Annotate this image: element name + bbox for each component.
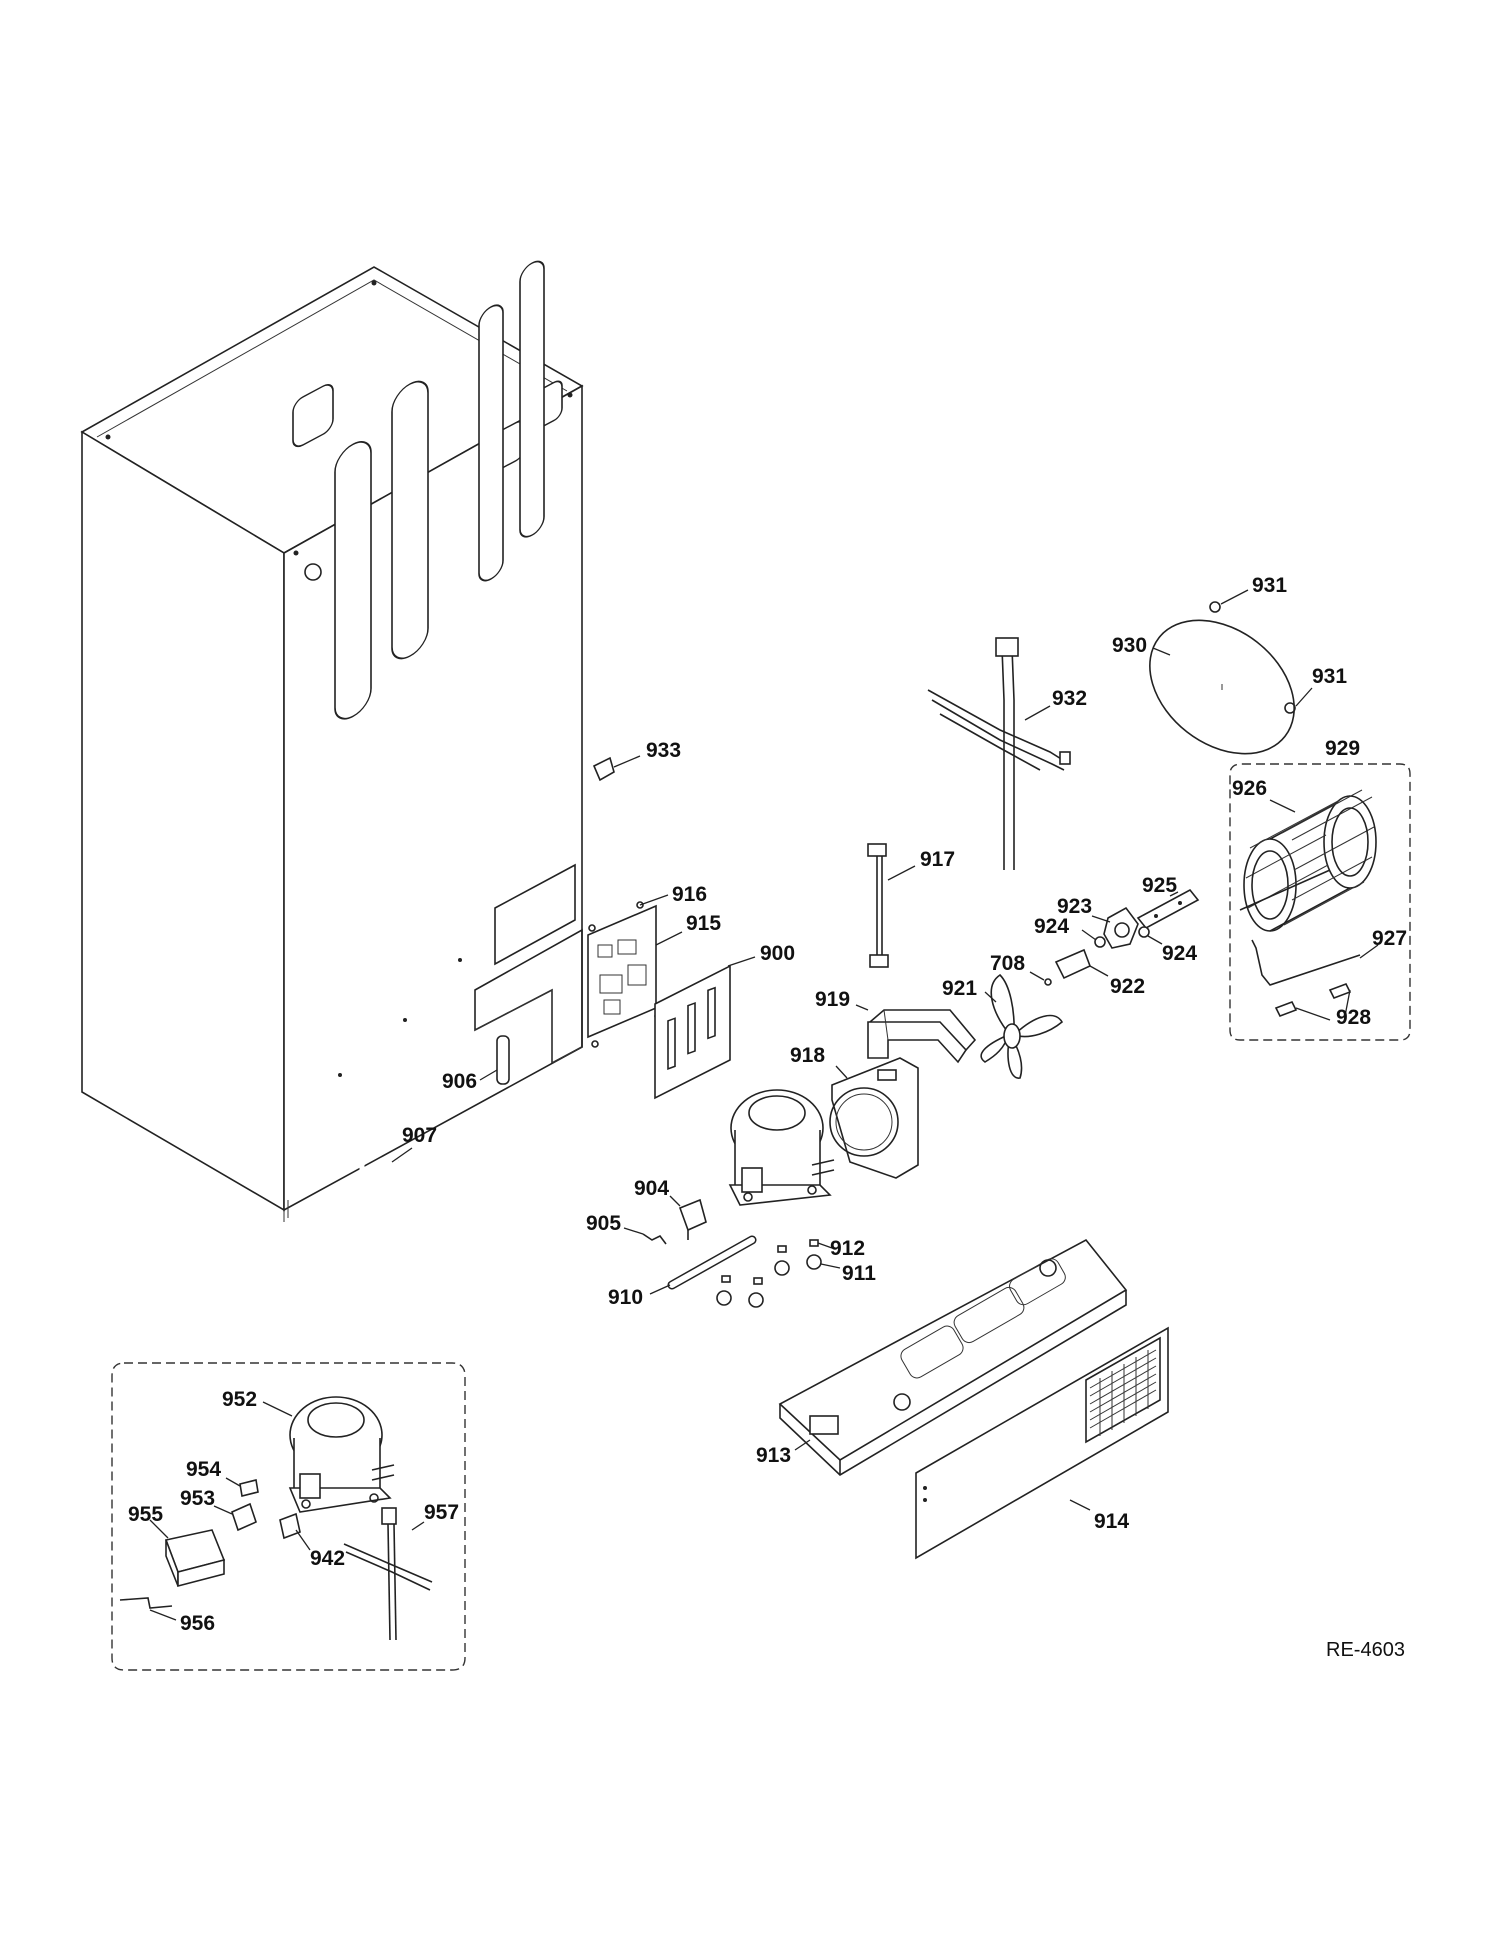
label-900: 900 (760, 942, 795, 965)
label-904: 904 (634, 1177, 669, 1200)
label-953: 953 (180, 1487, 215, 1510)
label-919: 919 (815, 988, 850, 1011)
label-926: 926 (1232, 777, 1267, 800)
part-925-bracket: 925 (1136, 874, 1200, 930)
part-900-cover: 900 (654, 942, 795, 1100)
label-930: 930 (1112, 634, 1147, 657)
part-708-screw: 708 (990, 952, 1052, 986)
refrigerator-cabinet (80, 260, 584, 1222)
part-compressor-main (728, 1089, 835, 1206)
label-929: 929 (1325, 737, 1360, 760)
part-914-rear-grille: 914 (915, 1326, 1169, 1560)
part-930-evaporator-cover: 931 931 930 (1112, 574, 1347, 755)
label-922: 922 (1110, 975, 1145, 998)
label-914: 914 (1094, 1510, 1129, 1533)
label-933: 933 (646, 739, 681, 762)
part-905-clip: 905 (586, 1212, 667, 1245)
label-957: 957 (424, 1501, 459, 1524)
part-911-grommets: 911 (716, 1254, 876, 1308)
part-915-control-board: 916 915 (587, 883, 721, 1048)
label-931a: 931 (1252, 574, 1287, 597)
part-932-wire-harness: 932 (927, 637, 1087, 870)
part-924-grommets: 924 924 (1034, 915, 1197, 965)
part-933-bracket: 933 (592, 739, 681, 782)
label-927: 927 (1372, 927, 1407, 950)
part-919-duct: 919 (815, 988, 977, 1064)
part-918-fan-shroud: 918 (790, 1044, 919, 1179)
part-907-drain-hose: 907 (359, 1108, 437, 1188)
label-907: 907 (402, 1124, 437, 1147)
label-918: 918 (790, 1044, 825, 1067)
part-929-evaporator-assembly: 929 926 927 928 (1229, 737, 1411, 1041)
label-923: 923 (1057, 895, 1092, 918)
part-912-clips: 912 (721, 1237, 865, 1285)
alternate-parts-group (111, 1362, 466, 1671)
label-912: 912 (830, 1237, 865, 1260)
label-917: 917 (920, 848, 955, 871)
label-915: 915 (686, 912, 721, 935)
part-906-filter-tube: 906 (442, 1035, 510, 1093)
label-911: 911 (842, 1262, 876, 1285)
label-952: 952 (222, 1388, 257, 1411)
label-910: 910 (608, 1286, 643, 1309)
part-952-compressor: 952 (222, 1388, 395, 1513)
label-905: 905 (586, 1212, 621, 1235)
part-923-fan-motor: 923 (1057, 895, 1139, 949)
label-913: 913 (756, 1444, 791, 1467)
part-921-fan-blade: 921 (942, 973, 1064, 1079)
label-921: 921 (942, 977, 977, 1000)
label-928: 928 (1336, 1006, 1371, 1029)
label-924b: 924 (1162, 942, 1197, 965)
label-954: 954 (186, 1458, 221, 1481)
label-906: 906 (442, 1070, 477, 1093)
reference-code: RE-4603 (1326, 1639, 1405, 1661)
part-957-harness: 957 (343, 1501, 459, 1641)
label-924a: 924 (1034, 915, 1069, 938)
label-942: 942 (310, 1547, 345, 1570)
part-904-relay: 904 (634, 1177, 707, 1240)
label-932: 932 (1052, 687, 1087, 710)
label-925: 925 (1142, 874, 1177, 897)
label-916: 916 (672, 883, 707, 906)
part-910-tube: 910 (608, 1235, 757, 1309)
part-922-motor-mount: 922 (1054, 948, 1145, 998)
part-942-connector: 942 (279, 1512, 345, 1570)
label-956: 956 (180, 1612, 215, 1635)
label-955: 955 (128, 1503, 163, 1526)
label-931b: 931 (1312, 665, 1347, 688)
part-917-wire-harness: 917 (867, 843, 955, 968)
part-954-overload: 954 (186, 1458, 259, 1497)
part-955-capacitor: 955 (128, 1503, 226, 1588)
part-956-strap: 956 (119, 1597, 215, 1635)
part-913-base-pan: 913 (756, 1238, 1128, 1476)
part-953-relay: 953 (180, 1487, 257, 1532)
label-708: 708 (990, 952, 1025, 975)
